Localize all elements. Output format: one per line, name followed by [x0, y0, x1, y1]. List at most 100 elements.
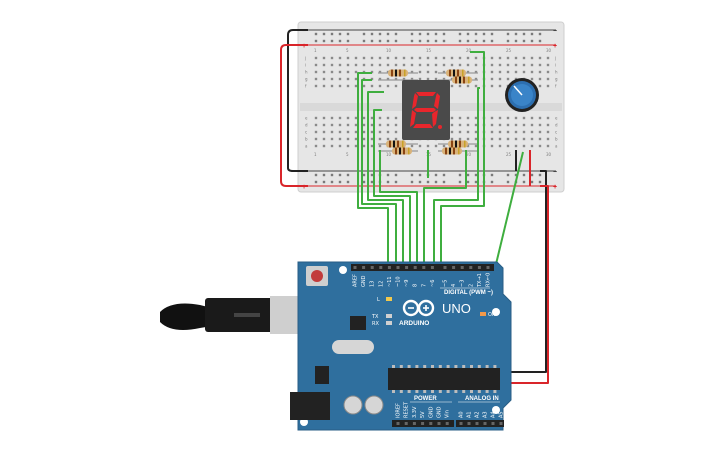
rail-hole: [514, 39, 518, 43]
terminal-hole: [498, 77, 502, 81]
rail-hole: [362, 173, 366, 177]
analog-pin-hole[interactable]: [483, 422, 487, 425]
digital-pin-hole[interactable]: [452, 266, 456, 269]
chip-pins: [392, 365, 497, 393]
rail-hole: [458, 32, 462, 36]
terminal-hole: [514, 123, 518, 127]
chip-pin: [485, 365, 489, 368]
seven-segment-display[interactable]: 8: [0, 0, 450, 140]
rail-hole: [466, 39, 470, 43]
column-number: 1: [314, 48, 317, 53]
rail-hole: [538, 39, 542, 43]
analog-pin-hole[interactable]: [491, 422, 495, 425]
rail-minus-sign-top: −: [302, 28, 306, 35]
terminal-hole: [530, 116, 534, 120]
terminal-hole: [434, 70, 438, 74]
chip-pin: [493, 365, 497, 368]
terminal-hole: [530, 77, 534, 81]
digital-pin-hole[interactable]: [413, 266, 417, 269]
terminal-hole: [314, 84, 318, 88]
terminal-hole: [538, 63, 542, 67]
led-on: [480, 312, 486, 316]
digital-pin-hole[interactable]: [443, 266, 447, 269]
power-pin-hole[interactable]: [396, 422, 400, 425]
digital-pin-hole[interactable]: [353, 266, 357, 269]
analog-pin-hole[interactable]: [475, 422, 479, 425]
digital-pin-hole[interactable]: [430, 266, 434, 269]
terminal-hole: [466, 63, 470, 67]
segment-a: [416, 92, 436, 96]
rail-hole: [314, 173, 318, 177]
terminal-hole: [418, 70, 422, 74]
chip-pin: [407, 365, 411, 368]
analog-pin-hole[interactable]: [499, 422, 503, 425]
terminal-hole: [474, 77, 478, 81]
terminal-hole: [346, 137, 350, 141]
atmega-chip: [388, 368, 500, 390]
terminal-hole: [354, 130, 358, 134]
on-label: ON: [488, 312, 496, 318]
reset-button[interactable]: [311, 270, 323, 282]
digital-pin-hole[interactable]: [486, 266, 490, 269]
rail-hole: [530, 32, 534, 36]
power-pin-hole[interactable]: [412, 422, 416, 425]
segment-b: [434, 93, 440, 109]
digital-pin-hole[interactable]: [405, 266, 409, 269]
voltage-regulator: [315, 366, 329, 384]
terminal-hole: [346, 63, 350, 67]
rail-hole: [442, 180, 446, 184]
terminal-hole: [330, 56, 334, 60]
terminal-hole: [386, 116, 390, 120]
terminal-hole: [378, 56, 382, 60]
digital-pin-hole[interactable]: [362, 266, 366, 269]
digital-pin-hole[interactable]: [422, 266, 426, 269]
rail-hole: [522, 39, 526, 43]
analog-pin-label: A5: [499, 411, 505, 418]
terminal-hole: [346, 56, 350, 60]
terminal-hole: [490, 84, 494, 88]
terminal-hole: [466, 144, 470, 148]
analog-pin-hole[interactable]: [467, 422, 471, 425]
power-pin-hole[interactable]: [437, 422, 441, 425]
digital-pin-hole[interactable]: [396, 266, 400, 269]
terminal-hole: [410, 56, 414, 60]
rail-hole: [506, 173, 510, 177]
power-pin-hole[interactable]: [445, 422, 449, 425]
power-pin-hole[interactable]: [421, 422, 425, 425]
digital-pin-label: ~11: [387, 276, 393, 287]
rail-hole: [362, 32, 366, 36]
potentiometer[interactable]: [505, 78, 539, 112]
rail-minus-sign-bottom-right: −: [553, 169, 557, 176]
digital-pin-hole[interactable]: [477, 266, 481, 269]
terminal-hole: [370, 137, 374, 141]
digital-pin-hole[interactable]: [379, 266, 383, 269]
rail-hole: [394, 39, 398, 43]
rail-hole: [490, 32, 494, 36]
terminal-hole: [378, 137, 382, 141]
power-pin-hole[interactable]: [429, 422, 433, 425]
segment-c: [432, 110, 438, 127]
power-pin-hole[interactable]: [404, 422, 408, 425]
digital-pin-label: ~5: [443, 280, 449, 287]
analog-pin-hole[interactable]: [459, 422, 463, 425]
digital-pin-hole[interactable]: [460, 266, 464, 269]
rail-hole: [482, 39, 486, 43]
rail-hole: [410, 180, 414, 184]
terminal-hole: [394, 130, 398, 134]
digital-pin-hole[interactable]: [387, 266, 391, 269]
digital-pin-hole[interactable]: [469, 266, 473, 269]
digital-pin-hole[interactable]: [370, 266, 374, 269]
power-pin-label: 3.3V: [412, 406, 418, 418]
digital-pin-label: 8: [413, 284, 419, 287]
chip-pin: [470, 365, 473, 368]
chip-pin: [470, 390, 473, 393]
rail-hole: [330, 180, 334, 184]
terminal-hole: [338, 56, 342, 60]
chip-pin: [454, 390, 458, 393]
terminal-hole: [514, 144, 518, 148]
rail-hole: [530, 39, 534, 43]
power-jack: [290, 392, 330, 420]
segment-d: [413, 124, 433, 128]
